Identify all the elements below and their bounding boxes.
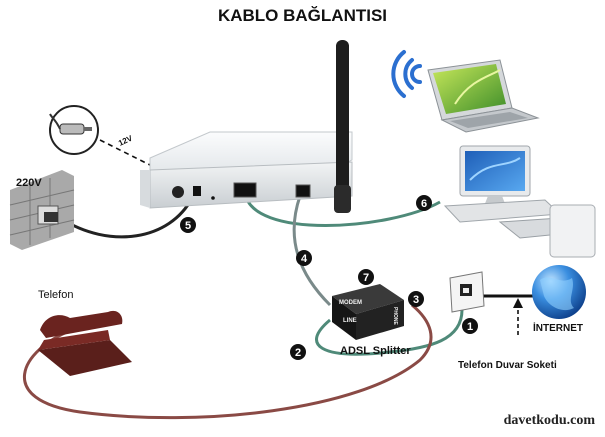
power-cable bbox=[59, 197, 194, 239]
svg-text:7: 7 bbox=[363, 272, 369, 284]
router-antenna bbox=[336, 40, 349, 210]
adapter-plug-icon bbox=[49, 105, 99, 155]
step-badge-7: 7 bbox=[358, 269, 374, 285]
svg-text:6: 6 bbox=[421, 198, 427, 210]
svg-text:2: 2 bbox=[295, 347, 301, 359]
power-label: 220V bbox=[16, 177, 42, 189]
step-badge-6: 6 bbox=[416, 195, 432, 211]
internet-label: İNTERNET bbox=[533, 321, 583, 334]
wifi-signal-icon bbox=[391, 50, 422, 98]
lan-port bbox=[233, 182, 257, 198]
power-port bbox=[172, 186, 184, 198]
svg-text:3: 3 bbox=[413, 294, 419, 306]
adapter-voltage-label: 12V bbox=[117, 133, 134, 147]
splitter-label: ADSL Splitter bbox=[340, 345, 411, 357]
adsl-splitter: MODEM LINE PHONE bbox=[332, 284, 404, 340]
step-badge-5: 5 bbox=[180, 217, 196, 233]
telephone bbox=[38, 310, 132, 376]
watermark: davetkodu.com bbox=[503, 413, 595, 428]
wall-phone-socket bbox=[449, 271, 485, 313]
splitter-line-label: LINE bbox=[343, 318, 357, 324]
wall-power-socket bbox=[9, 170, 75, 250]
laptop bbox=[427, 59, 540, 133]
router-to-computer-cable bbox=[243, 191, 441, 227]
internet-arrow-head bbox=[513, 298, 523, 308]
svg-text:5: 5 bbox=[185, 220, 191, 232]
step-badge-3: 3 bbox=[408, 291, 424, 307]
step-badges: 1 2 3 4 5 6 7 bbox=[180, 195, 478, 360]
router bbox=[140, 40, 353, 213]
phone-label: Telefon bbox=[38, 289, 73, 301]
step-badge-1: 1 bbox=[462, 318, 478, 334]
svg-text:1: 1 bbox=[467, 321, 473, 333]
wan-port bbox=[295, 184, 311, 198]
reset-port bbox=[193, 186, 201, 196]
wall-socket-label: Telefon Duvar Soketi bbox=[458, 360, 557, 371]
splitter-phone-label: PHONE bbox=[392, 307, 398, 325]
splitter-to-wall-cable bbox=[315, 309, 464, 356]
internet-globe-icon bbox=[532, 265, 586, 319]
step-badge-2: 2 bbox=[290, 344, 306, 360]
router-to-splitter-cable bbox=[292, 195, 332, 307]
step-badge-4: 4 bbox=[296, 250, 312, 266]
diagram-title: KABLO BAĞLANTISI bbox=[217, 6, 388, 25]
splitter-modem-label: MODEM bbox=[339, 300, 362, 306]
phone-line-cable bbox=[22, 303, 433, 420]
svg-text:4: 4 bbox=[301, 253, 308, 265]
desktop-computer bbox=[443, 145, 596, 258]
